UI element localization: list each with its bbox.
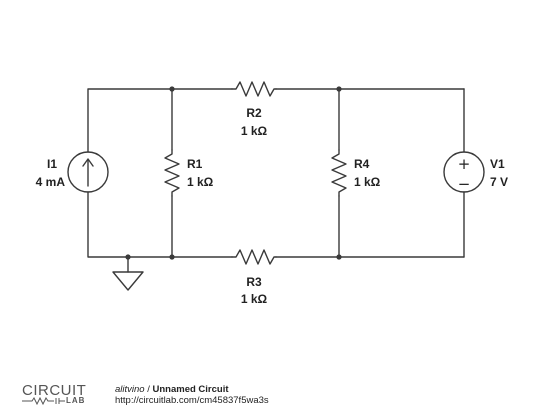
r3-name-label: R3 [246, 275, 262, 289]
footer-info: alitvino / Unnamed Circuit http://circui… [115, 384, 269, 406]
node-junction [169, 86, 175, 92]
footer-author-title-line: alitvino / Unnamed Circuit [115, 384, 269, 395]
r4-name-label: R4 [354, 157, 370, 171]
logo-resistor-icon [22, 397, 65, 405]
circuit-url[interactable]: http://circuitlab.com/cm45837f5wa3s [115, 395, 269, 406]
node-junction [336, 86, 342, 92]
footer-separator: / [144, 384, 153, 395]
ground-symbol[interactable] [112, 256, 144, 291]
node-junction [336, 254, 342, 260]
plus-icon: + [458, 155, 471, 173]
voltage-source-v1[interactable]: + − V1 7 V [443, 151, 508, 193]
circuitlab-logo[interactable]: CIRCUIT LAB [22, 383, 98, 405]
i1-name-label: I1 [47, 157, 57, 171]
logo-text-top: CIRCUIT [22, 382, 87, 399]
current-source-i1[interactable]: I1 4 mA [36, 151, 109, 193]
author-link[interactable]: alitvino [115, 384, 145, 395]
r1-value-label: 1 kΩ [187, 175, 214, 189]
logo-text-bottom: LAB [66, 396, 86, 405]
v1-value-label: 7 V [490, 175, 508, 189]
r2-value-label: 1 kΩ [241, 124, 268, 138]
arrow-head-icon [82, 158, 94, 167]
v1-name-label: V1 [490, 157, 505, 171]
resistor-r4[interactable]: R4 1 kΩ [331, 149, 381, 197]
i1-value-label: 4 mA [36, 175, 66, 189]
circuit-title: Unnamed Circuit [152, 384, 229, 395]
node-junction [125, 254, 131, 260]
resistor-r3[interactable]: R3 1 kΩ [231, 249, 277, 306]
footer-bar: CIRCUIT LAB alitvino / Unnamed Circuit h… [0, 383, 540, 406]
r2-name-label: R2 [246, 106, 262, 120]
node-junction [169, 254, 175, 260]
r4-value-label: 1 kΩ [354, 175, 381, 189]
r1-name-label: R1 [187, 157, 203, 171]
wire-left-branch [87, 88, 173, 258]
resistor-r2[interactable]: R2 1 kΩ [231, 81, 277, 138]
minus-icon: − [458, 175, 471, 193]
r3-value-label: 1 kΩ [241, 292, 268, 306]
resistor-r1[interactable]: R1 1 kΩ [164, 149, 214, 197]
